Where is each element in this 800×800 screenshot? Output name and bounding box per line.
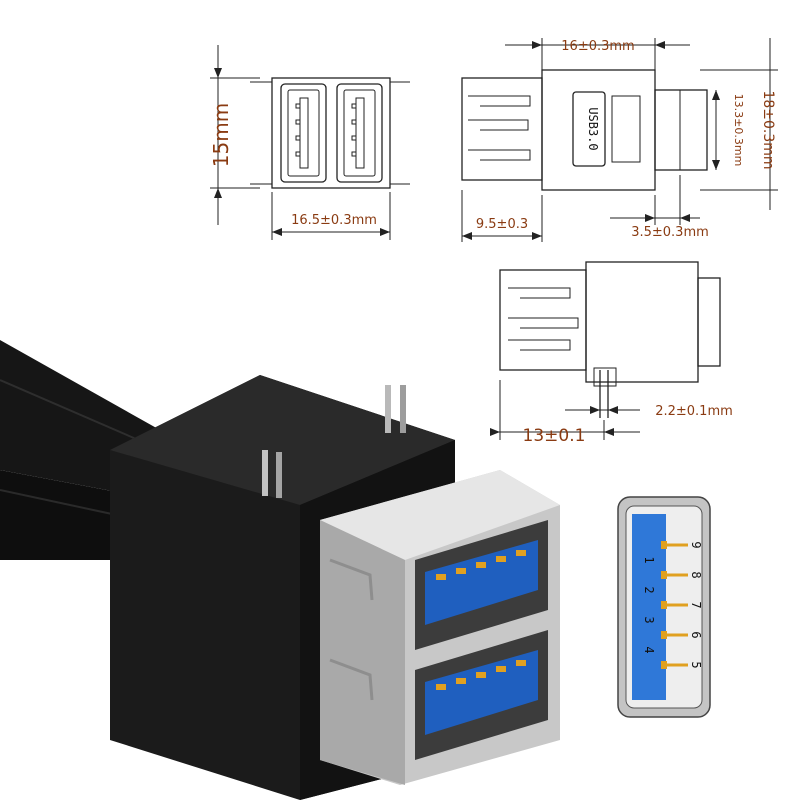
side-dimension-lines — [461, 38, 778, 242]
pin-label-9: 9 — [689, 541, 703, 548]
bottom-pin-depth-label: 13±0.1 — [523, 426, 586, 446]
pin-label-5: 5 — [689, 661, 703, 668]
side-top-width-label: 16±0.3mm — [561, 39, 634, 54]
front-width-label: 16.5±0.3mm — [291, 213, 377, 228]
side-flange-label: 3.5±0.3mm — [631, 225, 709, 240]
pin-label-6: 6 — [689, 631, 703, 638]
bottom-view-drawing — [490, 261, 721, 440]
pin-label-8: 8 — [689, 571, 703, 578]
pin-label-4: 4 — [642, 646, 656, 653]
front-height-label: 15mm — [209, 103, 233, 167]
connector-photo — [0, 340, 560, 800]
front-view-drawing — [210, 45, 410, 240]
side-inner-height-label: 13.3±0.3mm — [732, 94, 745, 167]
side-outer-height-label: 18±0.3mm — [760, 90, 776, 169]
side-port-depth-label: 9.5±0.3 — [476, 217, 528, 232]
pinout-drawing — [617, 496, 711, 718]
side-view-drawing — [461, 69, 708, 191]
usb-marking: USB3.0 — [586, 107, 600, 150]
pin-label-1: 1 — [642, 556, 656, 563]
pin-label-3: 3 — [642, 616, 656, 623]
bottom-pin-width-label: 2.2±0.1mm — [655, 404, 733, 419]
pin-label-7: 7 — [689, 601, 703, 608]
pin-label-2: 2 — [642, 586, 656, 593]
